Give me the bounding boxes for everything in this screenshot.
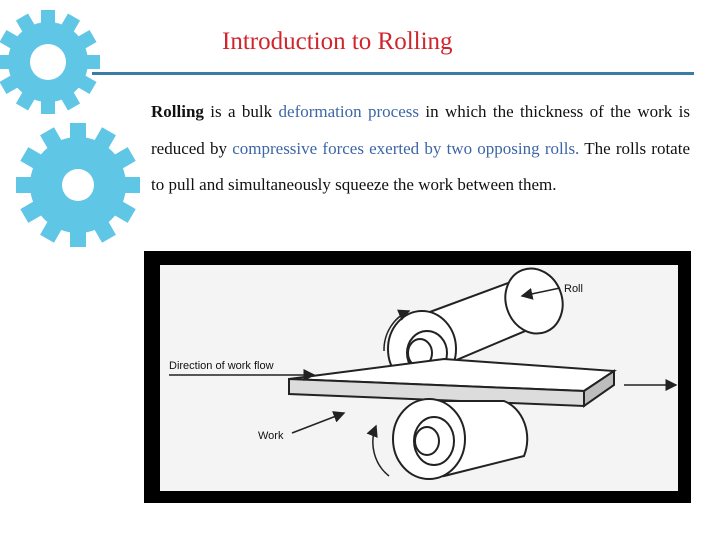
upper-roll [387, 267, 564, 388]
text-part-1: is a bulk [203, 102, 279, 121]
text-part-3: The rolls rotate to pull and simultaneou… [151, 138, 690, 195]
highlight-forces: compressive forces exerted by two opposi… [232, 138, 580, 158]
roll-leader-icon [520, 287, 561, 300]
text-part-2: in which the thickness of the work is re… [151, 102, 691, 158]
label-work: Work [258, 430, 284, 442]
title-divider [92, 72, 694, 75]
highlight-deformation: deformation process [278, 102, 419, 121]
gear-icon [16, 123, 140, 247]
gears-decoration [0, 10, 140, 247]
label-direction: Direction of work flow [169, 360, 274, 372]
gear-icon [0, 10, 100, 114]
slide-title: Introduction to Rolling [222, 28, 453, 55]
rolling-diagram: Roll Direction of work flow Work [144, 251, 691, 503]
lower-roll [392, 398, 529, 480]
term-rolling: Rolling [151, 102, 204, 121]
work-leader-icon [291, 411, 346, 434]
label-roll: Roll [564, 283, 583, 295]
rotation-arrow-icon [366, 424, 390, 477]
rotation-arrow-icon [383, 309, 411, 352]
body-paragraph: Rolling is a bulk deformation process in… [151, 94, 690, 204]
work-piece [288, 357, 617, 408]
